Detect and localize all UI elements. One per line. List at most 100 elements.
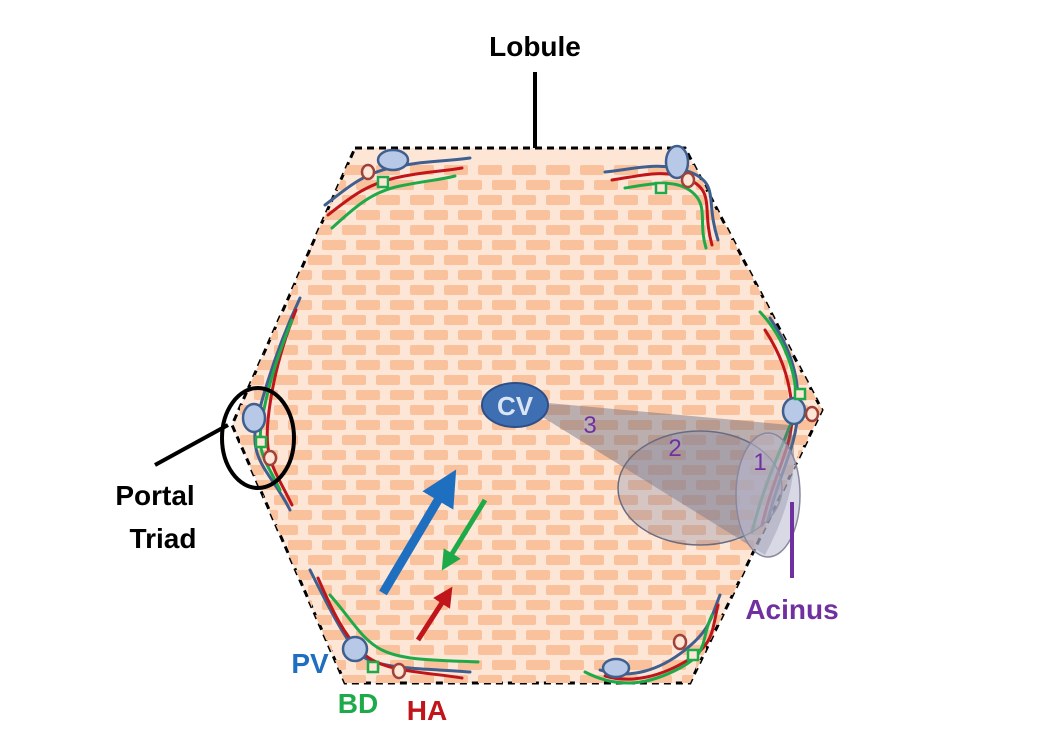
hepatocyte xyxy=(614,435,638,445)
hepatocyte xyxy=(240,525,264,535)
hepatocyte xyxy=(648,585,672,595)
hepatocyte xyxy=(546,465,570,475)
hepatocyte xyxy=(594,540,618,550)
hepatocyte xyxy=(342,165,366,175)
hepatocyte xyxy=(356,570,380,580)
hepatocyte xyxy=(818,675,822,683)
hepatocyte xyxy=(818,465,822,475)
hepatocyte xyxy=(322,420,346,430)
hepatocyte xyxy=(784,285,808,295)
hepatocyte xyxy=(730,240,754,250)
hepatocyte xyxy=(274,615,298,625)
hepatocyte xyxy=(784,225,808,235)
hepatocyte xyxy=(594,420,618,430)
hepatocyte xyxy=(526,480,550,490)
hepatocyte xyxy=(444,375,468,385)
hepatocyte xyxy=(682,615,706,625)
hepatocyte xyxy=(798,330,822,340)
hepatocyte xyxy=(356,390,380,400)
hepatocyte xyxy=(376,645,400,655)
hepatocyte xyxy=(478,195,502,205)
hepatocyte xyxy=(458,240,482,250)
hepatocyte xyxy=(376,435,400,445)
hepatocyte xyxy=(648,345,672,355)
hepatocyte xyxy=(580,255,604,265)
hepatocyte xyxy=(784,555,808,565)
hepatocyte xyxy=(818,645,822,655)
hepatocyte xyxy=(682,405,706,415)
hepatocyte xyxy=(390,450,414,460)
bd-label: BD xyxy=(338,688,378,719)
hepatocyte xyxy=(560,510,584,520)
portal-label: Portal xyxy=(115,480,194,511)
hepatocyte xyxy=(492,300,516,310)
hepatocyte xyxy=(764,660,788,670)
hepatocyte xyxy=(750,345,774,355)
hepatocyte xyxy=(274,555,298,565)
hepatocyte xyxy=(390,390,414,400)
hepatocyte xyxy=(648,225,672,235)
hepatocyte xyxy=(478,585,502,595)
hepatocyte xyxy=(560,270,584,280)
hepatocyte xyxy=(322,240,346,250)
hepatocyte xyxy=(614,255,638,265)
hepatocyte xyxy=(526,300,550,310)
hepatocyte xyxy=(716,165,740,175)
hepatocyte xyxy=(492,570,516,580)
hepatocyte xyxy=(580,165,604,175)
hepatocyte xyxy=(254,660,278,670)
hepatocyte xyxy=(288,240,312,250)
hepatocyte xyxy=(390,360,414,370)
hepatocyte xyxy=(254,240,278,250)
hepatocyte xyxy=(458,450,482,460)
hepatocyte xyxy=(628,630,652,640)
hepatocyte xyxy=(308,165,332,175)
hepatocyte xyxy=(716,465,740,475)
hepatocyte xyxy=(512,495,536,505)
hepatocyte xyxy=(682,525,706,535)
hepatocyte xyxy=(594,300,618,310)
hepatocyte xyxy=(696,510,720,520)
hepatocyte xyxy=(614,345,638,355)
hepatocyte xyxy=(254,300,278,310)
hepatocyte xyxy=(410,465,434,475)
hepatocyte xyxy=(594,240,618,250)
hepatocyte xyxy=(478,645,502,655)
hepatocyte xyxy=(560,210,584,220)
hepatocyte xyxy=(458,360,482,370)
hepatocyte xyxy=(274,375,298,385)
hepatocyte xyxy=(308,225,332,235)
hepatocyte xyxy=(458,420,482,430)
hepatocyte xyxy=(818,435,822,445)
hepatocyte xyxy=(376,465,400,475)
hepatocyte xyxy=(492,630,516,640)
hepatocyte xyxy=(308,315,332,325)
hepatocyte xyxy=(512,675,536,683)
hepatocyte xyxy=(648,525,672,535)
hepatocyte xyxy=(818,195,822,205)
hepatocyte xyxy=(682,555,706,565)
hepatocyte xyxy=(240,345,264,355)
hepatocyte xyxy=(696,420,720,430)
hepatocyte xyxy=(580,645,604,655)
hepatocyte xyxy=(526,660,550,670)
hepatocyte xyxy=(648,645,672,655)
hepatocyte xyxy=(696,360,720,370)
hepatocyte xyxy=(322,330,346,340)
hepatocyte xyxy=(492,240,516,250)
hepatocyte xyxy=(648,435,672,445)
hepatocyte xyxy=(546,195,570,205)
hepatocyte xyxy=(458,540,482,550)
hepatocyte xyxy=(478,525,502,535)
hepatocyte xyxy=(410,315,434,325)
hepatocyte xyxy=(492,480,516,490)
hepatocyte xyxy=(682,465,706,475)
hepatocyte xyxy=(254,630,278,640)
hepatocyte xyxy=(730,360,754,370)
hepatocyte xyxy=(410,255,434,265)
hepatocyte xyxy=(410,225,434,235)
hepatocyte xyxy=(390,300,414,310)
hepatocyte xyxy=(526,240,550,250)
hepatocyte xyxy=(750,675,774,683)
acinus-zones xyxy=(515,400,801,558)
